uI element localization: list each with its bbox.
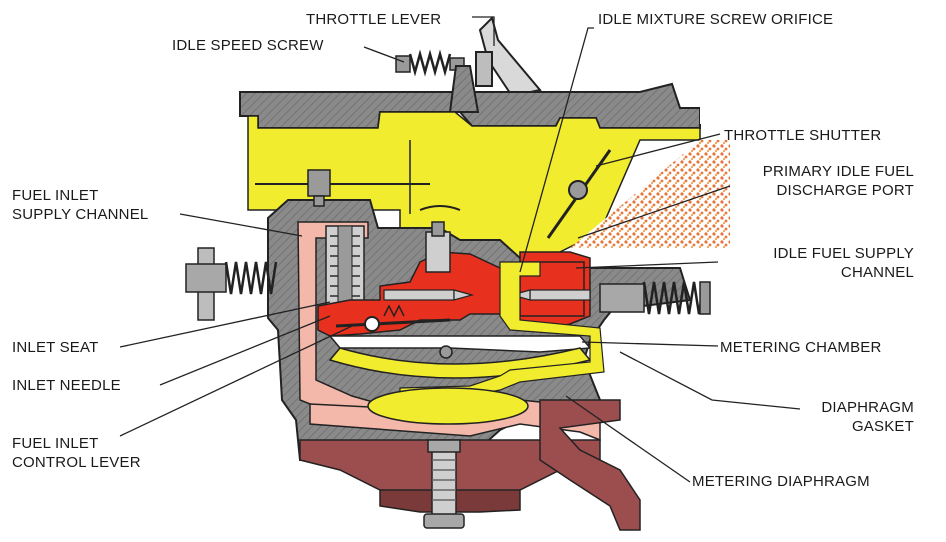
leader-metering-chamber [581,341,719,347]
label-fuel-inlet-supply-channel: FUEL INLET SUPPLY CHANNEL [12,187,149,223]
leader-idle-speed-screw [363,46,405,63]
leader-lines [119,16,801,483]
left-adjusting-screw-part [185,247,278,321]
label-metering-diaphragm: METERING DIAPHRAGM [692,473,870,490]
throttle-lever-hub [475,51,493,87]
choke-plate [419,205,461,211]
leader-fuel-inlet-supply-channel [179,213,303,237]
leader-diaphragm-gasket [619,351,801,410]
label-inlet-needle: INLET NEEDLE [12,377,121,394]
center-bolt [423,439,465,529]
leader-throttle-shutter [595,133,721,167]
inlet-needle-valve [325,225,365,313]
right-mixture-screw-part [599,281,711,315]
leader-inlet-needle [159,315,331,386]
leader-primary-idle-fuel-discharge-port [577,185,731,239]
pump-cover-right-passage [539,399,641,531]
label-metering-chamber: METERING CHAMBER [720,339,882,356]
label-fuel-inlet-control-lever: FUEL INLET CONTROL LEVER [12,435,141,471]
label-diaphragm-gasket: DIAPHRAGM GASKET [821,399,914,435]
label-idle-mixture-screw-orifice: IDLE MIXTURE SCREW ORIFICE [598,11,834,28]
label-idle-speed-screw: IDLE SPEED SCREW [172,37,324,54]
leader-throttle-lever [472,16,495,46]
leader-inlet-seat [119,301,331,348]
label-inlet-seat: INLET SEAT [12,339,99,356]
fuel-spray [570,140,730,248]
leader-fuel-inlet-control-lever [119,325,353,437]
leader-idle-fuel-supply-channel [575,261,719,269]
label-primary-idle-fuel-discharge-port: PRIMARY IDLE FUEL DISCHARGE PORT [762,163,914,199]
idle-mixture-needle [383,289,591,301]
venturi-fitting [307,169,331,207]
idle-mixture-screw-orifice-part [425,221,451,273]
fuel-pump-chamber [367,387,529,425]
throttle-shaft-boss [448,65,480,113]
throttle-outlet-wall [700,84,720,124]
leader-idle-mixture-screw-orifice [519,27,594,273]
idle-speed-screw-part [395,49,465,77]
label-idle-fuel-supply-channel: IDLE FUEL SUPPLY CHANNEL [773,245,914,281]
diaphragm-button [439,345,453,359]
leader-metering-diaphragm [565,395,691,483]
label-throttle-shutter: THROTTLE SHUTTER [724,127,882,144]
label-throttle-lever: THROTTLE LEVER [306,11,442,28]
fuel-inlet-control-lever-part [335,304,451,332]
